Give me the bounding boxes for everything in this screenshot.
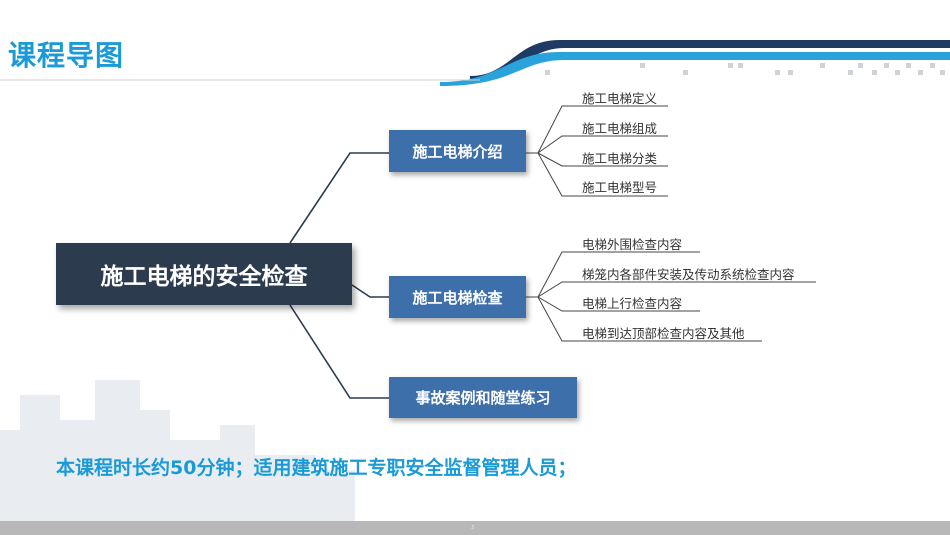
leaf-definition: 施工电梯定义 [582, 91, 658, 106]
branch-intro: 施工电梯介绍 [389, 130, 526, 172]
city-silhouette [0, 380, 355, 522]
header-band-light [440, 52, 950, 86]
branch-cases-practice: 事故案例和随堂练习 [389, 377, 577, 418]
leaf-ascent-check: 电梯上行检查内容 [582, 296, 683, 311]
leaf-classification: 施工电梯分类 [582, 151, 658, 166]
leaf-cage-drive-check: 梯笼内各部件安装及传动系统检查内容 [582, 267, 795, 282]
pixel-dots [545, 63, 945, 75]
mindmap-root: 施工电梯的安全检查 [56, 243, 352, 305]
leaf-connectors [526, 105, 816, 342]
connector-lines [289, 152, 390, 399]
leaf-perimeter-check: 电梯外围检查内容 [582, 237, 683, 252]
leaf-top-check: 电梯到达顶部检查内容及其他 [582, 326, 745, 341]
branch-inspection: 施工电梯检查 [389, 276, 526, 318]
page-title: 课程导图 [8, 39, 125, 72]
course-note: 本课程时长约50分钟；适用建筑施工专职安全监督管理人员； [56, 457, 577, 479]
leaf-model: 施工电梯型号 [582, 180, 658, 195]
bottom-bar [0, 521, 950, 535]
leaf-composition: 施工电梯组成 [582, 121, 658, 136]
header-band-dark [470, 40, 950, 80]
page-number: 3 [471, 525, 475, 531]
